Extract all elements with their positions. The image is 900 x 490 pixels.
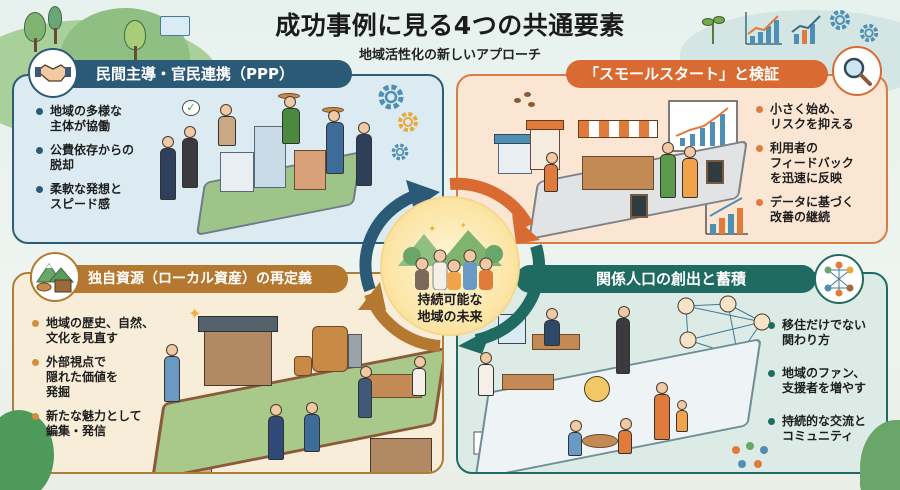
handshake-icon bbox=[28, 48, 78, 98]
bullet-item: 持続的な交流とコミュニティ bbox=[768, 414, 893, 444]
round-table-icon bbox=[582, 434, 618, 448]
bullet-item: 新たな魅力として編集・発信 bbox=[32, 409, 162, 439]
bullet-item: 外部視点で隠れた価値を発掘 bbox=[32, 355, 162, 400]
magnifier-icon bbox=[832, 46, 882, 96]
house-icon bbox=[370, 438, 432, 472]
gear-icon bbox=[378, 84, 404, 110]
house-icon bbox=[498, 142, 532, 174]
bullet-item: 利用者のフィードバックを迅速に反映 bbox=[756, 141, 876, 186]
bullet-item: 柔軟な発想とスピード感 bbox=[36, 182, 156, 212]
chalkboard-sign bbox=[706, 160, 724, 184]
chalkboard-sign bbox=[630, 194, 648, 218]
rising-chart-board bbox=[668, 100, 738, 152]
sustainable-future-hub: ✦ ✦ 持続可能な地域の未来 bbox=[380, 196, 520, 336]
sprout-icon bbox=[702, 16, 725, 44]
gear-icon bbox=[859, 23, 879, 43]
growth-chart-icon bbox=[791, 15, 821, 44]
bullet-item: 地域の多様な主体が協働 bbox=[36, 104, 156, 134]
checkmark-bubble-icon: ✓ bbox=[182, 100, 200, 116]
sparkle-icon: ✦ bbox=[188, 304, 202, 323]
related-population-bullet-list: 移住だけでない関わり方 地域のファン、支援者を増やす 持続的な交流とコミュニティ bbox=[768, 318, 893, 462]
mountain-house-icon bbox=[30, 252, 80, 302]
gear-icon bbox=[398, 112, 418, 132]
city-model-illustration: ✓ bbox=[154, 93, 384, 236]
small-start-bullet-list: 小さく始め、リスクを抑える 利用者のフィードバックを迅速に反映 データに基づく改… bbox=[756, 102, 876, 234]
section-title-ppp: 民間主導・官民連携（PPP） bbox=[40, 60, 352, 88]
local-resources-illustration: ✦ bbox=[144, 304, 442, 472]
bar-chart-icon bbox=[705, 196, 748, 235]
market-stall bbox=[578, 120, 658, 138]
local-assets-bullet-list: 地域の歴史、自然、文化を見直す 外部視点で隠れた価値を発掘 新たな魅力として編集… bbox=[32, 316, 162, 448]
market-stall-illustration bbox=[478, 90, 758, 241]
bullet-item: 地域のファン、支援者を増やす bbox=[768, 366, 893, 396]
profile-avatar-icon bbox=[584, 376, 610, 402]
document-icon bbox=[160, 16, 190, 36]
page-title: 成功事例に見る4つの共通要素 bbox=[275, 11, 625, 40]
panel-small-start bbox=[456, 74, 888, 244]
bullet-item: 小さく始め、リスクを抑える bbox=[756, 102, 876, 132]
growth-chart-icon bbox=[745, 12, 782, 45]
desk-icon bbox=[502, 374, 554, 390]
seeds-icon bbox=[514, 90, 538, 110]
bullet-item: 公費依存からの脱却 bbox=[36, 143, 156, 173]
gear-icon bbox=[391, 143, 409, 161]
brewery-barrel-icon bbox=[312, 326, 348, 372]
network-people-icon bbox=[814, 254, 864, 304]
cycle-arrows bbox=[358, 177, 546, 354]
bullet-item: 地域の歴史、自然、文化を見直す bbox=[32, 316, 162, 346]
section-title-related-population: 関係人口の創出と蓄積 bbox=[516, 265, 816, 293]
old-house-icon bbox=[204, 328, 272, 386]
bullet-item: データに基づく改善の継続 bbox=[756, 195, 876, 225]
community-group-icon bbox=[732, 442, 768, 468]
center-message: 持続可能な地域の未来 bbox=[417, 293, 483, 325]
panel-public-private-partnership: ✓ bbox=[12, 74, 444, 244]
svg-text:✦: ✦ bbox=[428, 224, 436, 235]
happy-community-icon: ✦ ✦ bbox=[398, 221, 503, 290]
section-title-local-assets: 独自資源（ローカル資産）の再定義 bbox=[30, 265, 348, 293]
page-subtitle: 地域活性化の新しいアプローチ bbox=[358, 48, 541, 63]
ppp-bullet-list: 地域の多様な主体が協働 公費依存からの脱却 柔軟な発想とスピード感 bbox=[36, 104, 156, 221]
bullet-item: 移住だけでない関わり方 bbox=[768, 318, 893, 348]
section-title-small-start: 「スモールスタート」と検証 bbox=[566, 60, 828, 88]
svg-text:✦: ✦ bbox=[460, 221, 467, 230]
gear-icon bbox=[830, 10, 850, 30]
